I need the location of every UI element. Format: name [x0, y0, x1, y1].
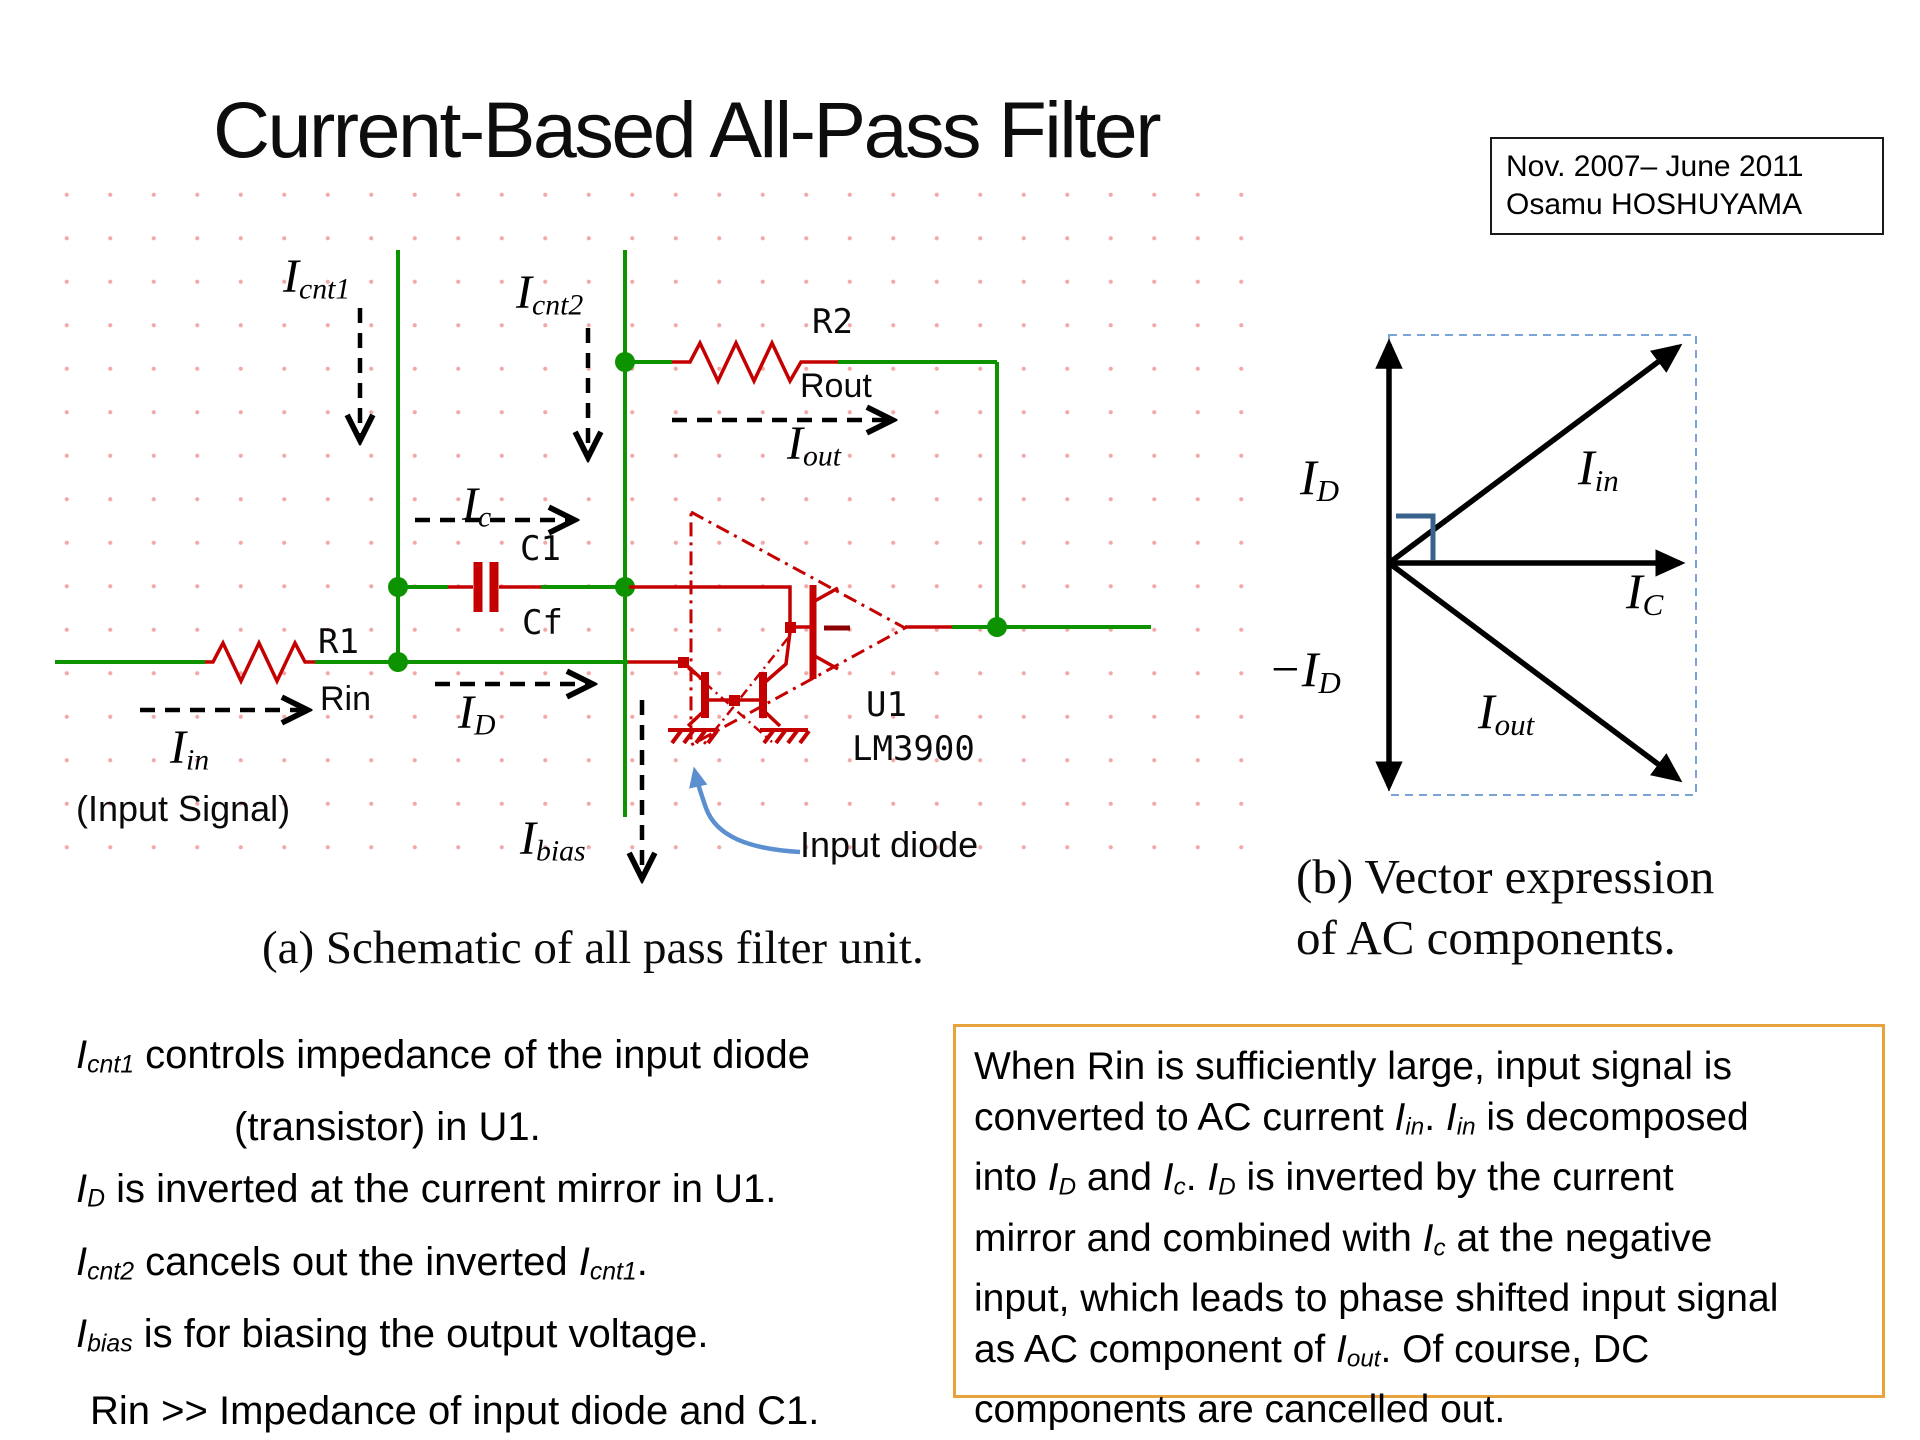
caption-vector-line2: of AC components. — [1296, 910, 1676, 965]
text-line: components are cancelled out. — [974, 1388, 1506, 1432]
label-c1: C1 — [520, 529, 561, 569]
text-line: into ID and Ic. ID is inverted by the cu… — [974, 1156, 1674, 1201]
text-line: ID is inverted at the current mirror in … — [76, 1167, 777, 1213]
text-line: input, which leads to phase shifted inpu… — [974, 1277, 1779, 1321]
credit-author: Osamu HOSHUYAMA — [1506, 188, 1803, 221]
vector-label-neg-id: −ID — [1268, 641, 1341, 700]
opamp-dashed-triangle — [689, 509, 909, 748]
label-ic: Ic — [462, 478, 492, 534]
caption-schematic: (a) Schematic of all pass filter unit. — [262, 922, 924, 974]
label-u1: U1 — [866, 685, 907, 725]
red-junction-squares — [678, 622, 796, 706]
label-input-diode: Input diode — [800, 824, 979, 865]
schematic-grid-dots — [36, 168, 1250, 860]
credit-dates: Nov. 2007– June 2011 — [1506, 150, 1804, 183]
label-id: ID — [458, 686, 496, 742]
label-input-signal: (Input Signal) — [76, 788, 291, 829]
caption-vector-line1: (b) Vector expression — [1296, 849, 1715, 904]
credit-box: Nov. 2007– June 2011 Osamu HOSHUYAMA — [1490, 137, 1884, 235]
current-flow-arrows — [140, 308, 890, 876]
label-ibias: Ibias — [520, 812, 586, 868]
text-line: mirror and combined with Ic at the negat… — [974, 1216, 1713, 1262]
label-r1: R1 — [318, 622, 359, 662]
label-iout: Iout — [787, 417, 841, 473]
right-angle-marker — [1396, 513, 1436, 560]
label-lm3900: LM3900 — [852, 729, 975, 769]
vector-label-iout: Iout — [1478, 683, 1535, 742]
label-r2: R2 — [812, 302, 853, 342]
ground-symbol — [760, 728, 811, 745]
notes-list: Icnt1 controls impedance of the input di… — [76, 1032, 819, 1440]
iin-vector — [1387, 343, 1683, 566]
mirror-dashed-links — [687, 637, 789, 745]
label-rin: Rin — [320, 680, 372, 718]
label-icnt2: Icnt2 — [516, 266, 584, 322]
label-rout: Rout — [800, 367, 872, 405]
input-diode-pointer-arrow — [689, 766, 801, 855]
text-line: as AC component of Iout. Of course, DC — [974, 1328, 1650, 1373]
text-line: When Rin is sufficiently large, input si… — [974, 1045, 1732, 1088]
text-line: Icnt1 controls impedance of the input di… — [76, 1033, 810, 1079]
explanation-box: When Rin is sufficiently large, input si… — [953, 1024, 1885, 1431]
iout-vector — [1387, 560, 1683, 783]
wire-junction-dots — [388, 352, 1007, 672]
vector-label-iin: Iin — [1578, 439, 1619, 498]
text-line: Ibias is for biasing the output voltage. — [76, 1312, 709, 1358]
label-icnt1: Icnt1 — [283, 250, 351, 306]
resistor-r1 — [205, 638, 315, 686]
vector-label-ic: IC — [1626, 563, 1664, 622]
text-line: converted to AC current Iin. Iin is deco… — [974, 1096, 1749, 1141]
label-iin: Iin — [170, 721, 210, 777]
vector-label-id: ID — [1300, 449, 1340, 508]
caption-vector: (b) Vector expression of AC components. — [1296, 846, 1714, 968]
vector-arrows — [1375, 338, 1686, 792]
label-cf: Cf — [522, 603, 563, 643]
text-line: (transistor) in U1. — [234, 1105, 541, 1150]
page-title: Current-Based All-Pass Filter — [213, 85, 1162, 174]
text-line: Icnt2 cancels out the inverted Icnt1. — [76, 1239, 648, 1286]
resistor-r2 — [672, 338, 838, 386]
green-wires — [55, 250, 1151, 817]
text-line: Rin >> Impedance of input diode and C1. — [90, 1388, 820, 1433]
